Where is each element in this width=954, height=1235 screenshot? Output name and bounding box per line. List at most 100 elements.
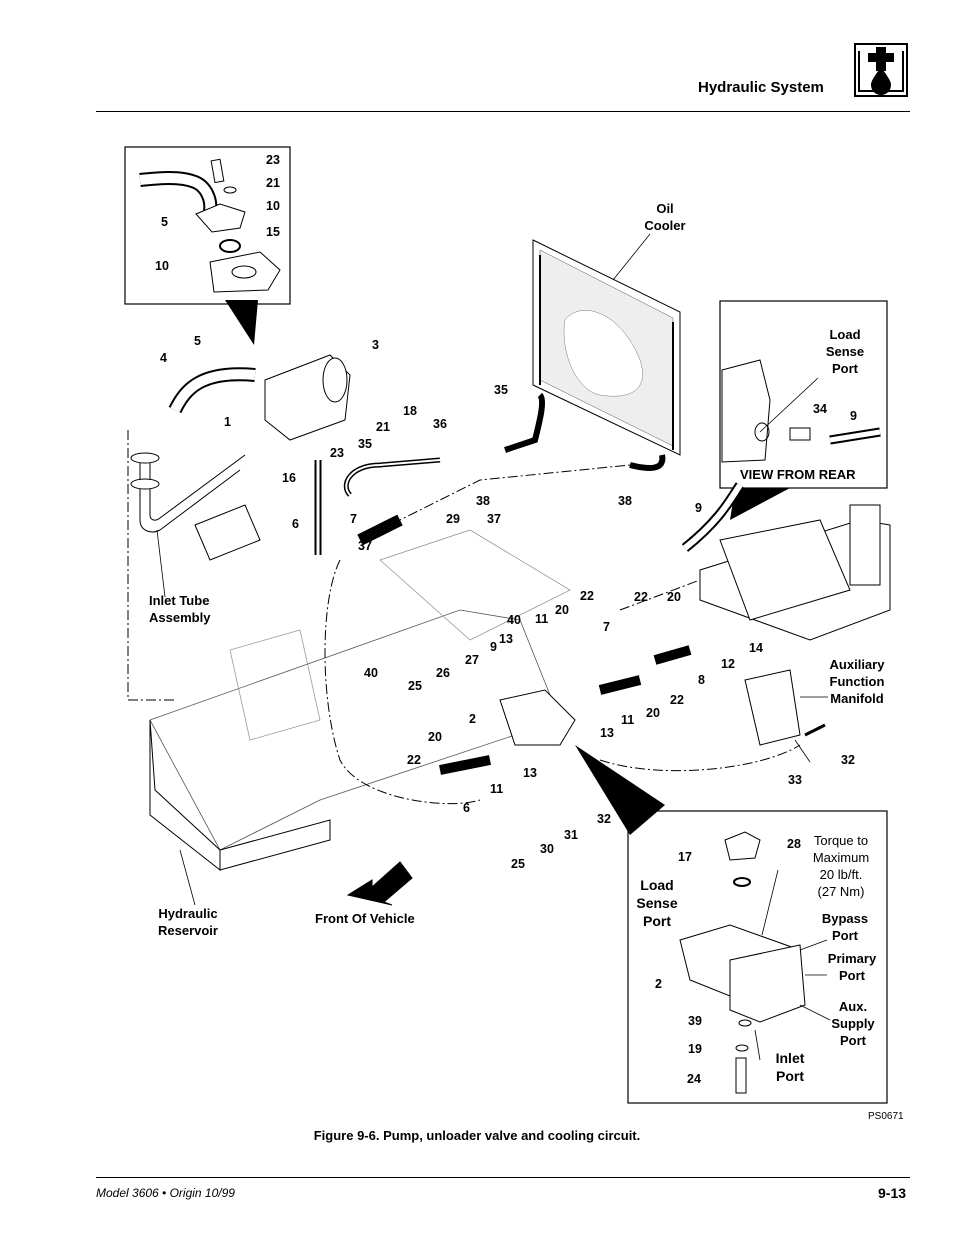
callout: 11: [535, 612, 548, 626]
aux-supply-port-label: Port: [840, 1033, 867, 1048]
callout: 36: [433, 417, 447, 431]
callout: 21: [266, 176, 280, 190]
callout: 2: [469, 712, 476, 726]
oil-cooler-label: Oil: [656, 201, 673, 216]
callout: 13: [499, 632, 513, 646]
diagram-labels: Oil Cooler Load Sense Port VIEW FROM REA…: [149, 201, 885, 1084]
callout: 15: [266, 225, 280, 239]
reservoir-label: Hydraulic: [158, 906, 217, 921]
callout: 5: [194, 334, 201, 348]
figure-code: PS0671: [868, 1111, 904, 1122]
callout: 22: [580, 589, 594, 603]
figure-caption: Figure 9-6. Pump, unloader valve and coo…: [313, 1128, 641, 1143]
detail-pointer: [575, 745, 665, 835]
callout: 31: [564, 828, 578, 842]
inlet-tube-label: Inlet Tube: [149, 593, 209, 608]
aux-manifold-label: Auxiliary: [830, 657, 886, 672]
callout: 22: [634, 590, 648, 604]
callout: 5: [161, 215, 168, 229]
callout: 18: [403, 404, 417, 418]
callout: 29: [446, 512, 460, 526]
front-of-vehicle-label: Front Of Vehicle: [315, 911, 415, 926]
front-arrow-icon: [346, 861, 413, 906]
callout: 12: [721, 657, 735, 671]
callout: 13: [600, 726, 614, 740]
inlet-port-label: Inlet: [776, 1050, 805, 1066]
callout: 19: [688, 1042, 702, 1056]
footer-model: Model 3606 • Origin 10/99: [96, 1186, 235, 1200]
bypass-port-label: Bypass: [822, 911, 868, 926]
callout: 20: [667, 590, 681, 604]
callout: 33: [788, 773, 802, 787]
callout: 37: [487, 512, 501, 526]
callout: 2: [655, 977, 662, 991]
section-title: Hydraulic System: [698, 79, 824, 96]
callout: 38: [476, 494, 490, 508]
view-from-rear-label: VIEW FROM REAR: [740, 467, 856, 482]
callout: 14: [749, 641, 763, 655]
valve-block-drawing: [681, 482, 891, 641]
unloader-valve-detail: [627, 810, 888, 1104]
callout: 35: [358, 437, 372, 451]
rear-pointer: [730, 488, 790, 520]
callout: 24: [687, 1072, 701, 1086]
callout: 1: [224, 415, 231, 429]
hydraulic-oil-drop-icon: [854, 43, 908, 97]
footer-rule: [96, 1177, 910, 1178]
callout: 22: [670, 693, 684, 707]
callout: 11: [490, 782, 503, 796]
callout: 37: [358, 539, 372, 553]
view-from-rear-inset: [719, 300, 888, 489]
auxiliary-manifold-drawing: [744, 669, 826, 746]
inlet-tube-label: Assembly: [149, 610, 211, 625]
callout: 35: [494, 383, 508, 397]
callout: 32: [841, 753, 855, 767]
callout: 40: [364, 666, 378, 680]
callout: 23: [266, 153, 280, 167]
callout: 22: [407, 753, 421, 767]
callout: 21: [376, 420, 390, 434]
inset-pointer: [225, 300, 258, 345]
pump-drawing: [264, 354, 666, 746]
callout: 20: [555, 603, 569, 617]
callout: 6: [463, 801, 470, 815]
callout: 7: [603, 620, 610, 634]
aux-supply-port-label: Aux.: [839, 999, 867, 1014]
load-sense-port-label: Load: [829, 327, 860, 342]
aux-manifold-label: Function: [830, 674, 885, 689]
callout: 17: [678, 850, 692, 864]
reservoir-label: Reservoir: [158, 923, 218, 938]
main-callouts: 5 4 3 1 18 21 23 16 6 35 36 35 38 38 7 2…: [160, 334, 857, 871]
callout: 7: [350, 512, 357, 526]
inset-callouts: 23 21 10 15 5 10: [155, 153, 280, 273]
torque-note: Maximum: [813, 850, 869, 865]
callout: 8: [698, 673, 705, 687]
primary-port-label: Port: [839, 968, 866, 983]
callout: 23: [330, 446, 344, 460]
callout: 34: [813, 402, 827, 416]
callout: 26: [436, 666, 450, 680]
load-sense-port-label: Sense: [826, 344, 864, 359]
callout: 16: [282, 471, 296, 485]
leader-lines: [156, 233, 831, 1061]
callout: 4: [160, 351, 167, 365]
callout: 38: [618, 494, 632, 508]
callout: 9: [850, 409, 857, 423]
aux-manifold-label: Manifold: [830, 691, 883, 706]
callout: 11: [621, 713, 634, 727]
oil-cooler-label: Cooler: [644, 218, 685, 233]
callout: 32: [597, 812, 611, 826]
callout: 30: [540, 842, 554, 856]
oil-cooler-drawing: [532, 239, 681, 456]
callout: 25: [511, 857, 525, 871]
callout: 9: [490, 640, 497, 654]
callout: 40: [507, 613, 521, 627]
hose-flange-inset: [124, 146, 291, 305]
load-sense-port-label: Port: [832, 361, 859, 376]
callout: 25: [408, 679, 422, 693]
callout: 3: [372, 338, 379, 352]
callout: 20: [646, 706, 660, 720]
callout: 9: [695, 501, 702, 515]
callout: 39: [688, 1014, 702, 1028]
